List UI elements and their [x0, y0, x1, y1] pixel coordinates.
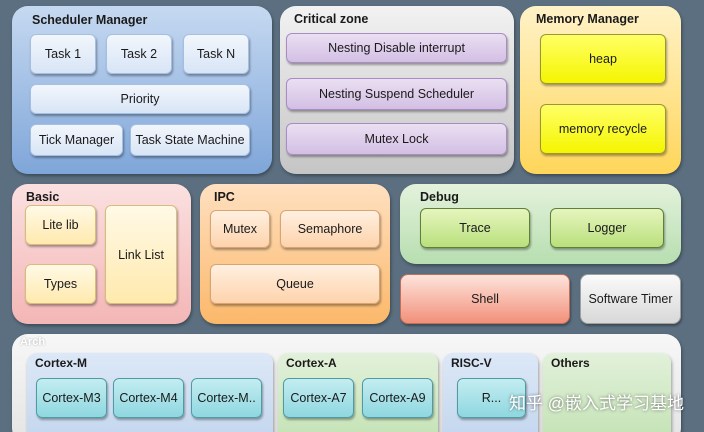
priority-box: Priority [30, 84, 250, 114]
cortex-m3-box: Cortex-M3 [36, 378, 107, 418]
arch-panel: Arch Cortex-M Cortex-M3 Cortex-M4 Cortex… [12, 334, 681, 432]
debug-panel: Debug Trace Logger [400, 184, 681, 264]
task-n-box: Task N [183, 34, 249, 74]
basic-panel: Basic Lite lib Types Link List [12, 184, 191, 324]
riscv-box: R... [457, 378, 526, 418]
cortex-a7-box: Cortex-A7 [283, 378, 354, 418]
types-box: Types [25, 264, 96, 304]
arch-title: Arch [20, 336, 46, 348]
lite-lib-box: Lite lib [25, 205, 96, 245]
heap-box: heap [540, 34, 666, 84]
semaphore-box: Semaphore [280, 210, 380, 248]
debug-title: Debug [420, 190, 459, 204]
riscv-title: RISC-V [451, 356, 492, 370]
memory-manager-title: Memory Manager [536, 12, 639, 26]
memory-recycle-box: memory recycle [540, 104, 666, 154]
cortex-m4-box: Cortex-M4 [113, 378, 184, 418]
others-title: Others [551, 356, 590, 370]
riscv-panel: RISC-V R... [443, 353, 538, 432]
cortex-m-other-box: Cortex-M.. [191, 378, 262, 418]
cortex-a9-box: Cortex-A9 [362, 378, 433, 418]
ipc-title: IPC [214, 190, 235, 204]
basic-title: Basic [26, 190, 60, 204]
scheduler-manager-title: Scheduler Manager [32, 13, 148, 27]
critical-zone-panel: Critical zone Nesting Disable interrupt … [280, 6, 514, 174]
link-list-box: Link List [105, 205, 177, 304]
scheduler-manager-panel: Scheduler Manager Task 1 Task 2 Task N P… [12, 6, 272, 174]
logger-box: Logger [550, 208, 664, 248]
queue-box: Queue [210, 264, 380, 304]
software-timer-box: Software Timer [580, 274, 681, 324]
memory-manager-panel: Memory Manager heap memory recycle [520, 6, 681, 174]
cortex-m-panel: Cortex-M Cortex-M3 Cortex-M4 Cortex-M.. [27, 353, 273, 432]
ipc-panel: IPC Mutex Semaphore Queue [200, 184, 390, 324]
tick-manager-box: Tick Manager [30, 124, 123, 156]
mutex-lock-box: Mutex Lock [286, 123, 507, 155]
others-panel: Others [543, 353, 671, 432]
shell-box: Shell [400, 274, 570, 324]
task-1-box: Task 1 [30, 34, 96, 74]
trace-box: Trace [420, 208, 530, 248]
task-state-machine-box: Task State Machine [130, 124, 250, 156]
cortex-a-panel: Cortex-A Cortex-A7 Cortex-A9 [278, 353, 438, 432]
nesting-disable-interrupt-box: Nesting Disable interrupt [286, 33, 507, 63]
nesting-suspend-scheduler-box: Nesting Suspend Scheduler [286, 78, 507, 110]
critical-zone-title: Critical zone [294, 12, 369, 26]
cortex-m-title: Cortex-M [35, 356, 88, 370]
mutex-box: Mutex [210, 210, 270, 248]
task-2-box: Task 2 [106, 34, 172, 74]
cortex-a-title: Cortex-A [286, 356, 337, 370]
watermark-text: 知乎 @嵌入式学习基地 [509, 394, 684, 413]
